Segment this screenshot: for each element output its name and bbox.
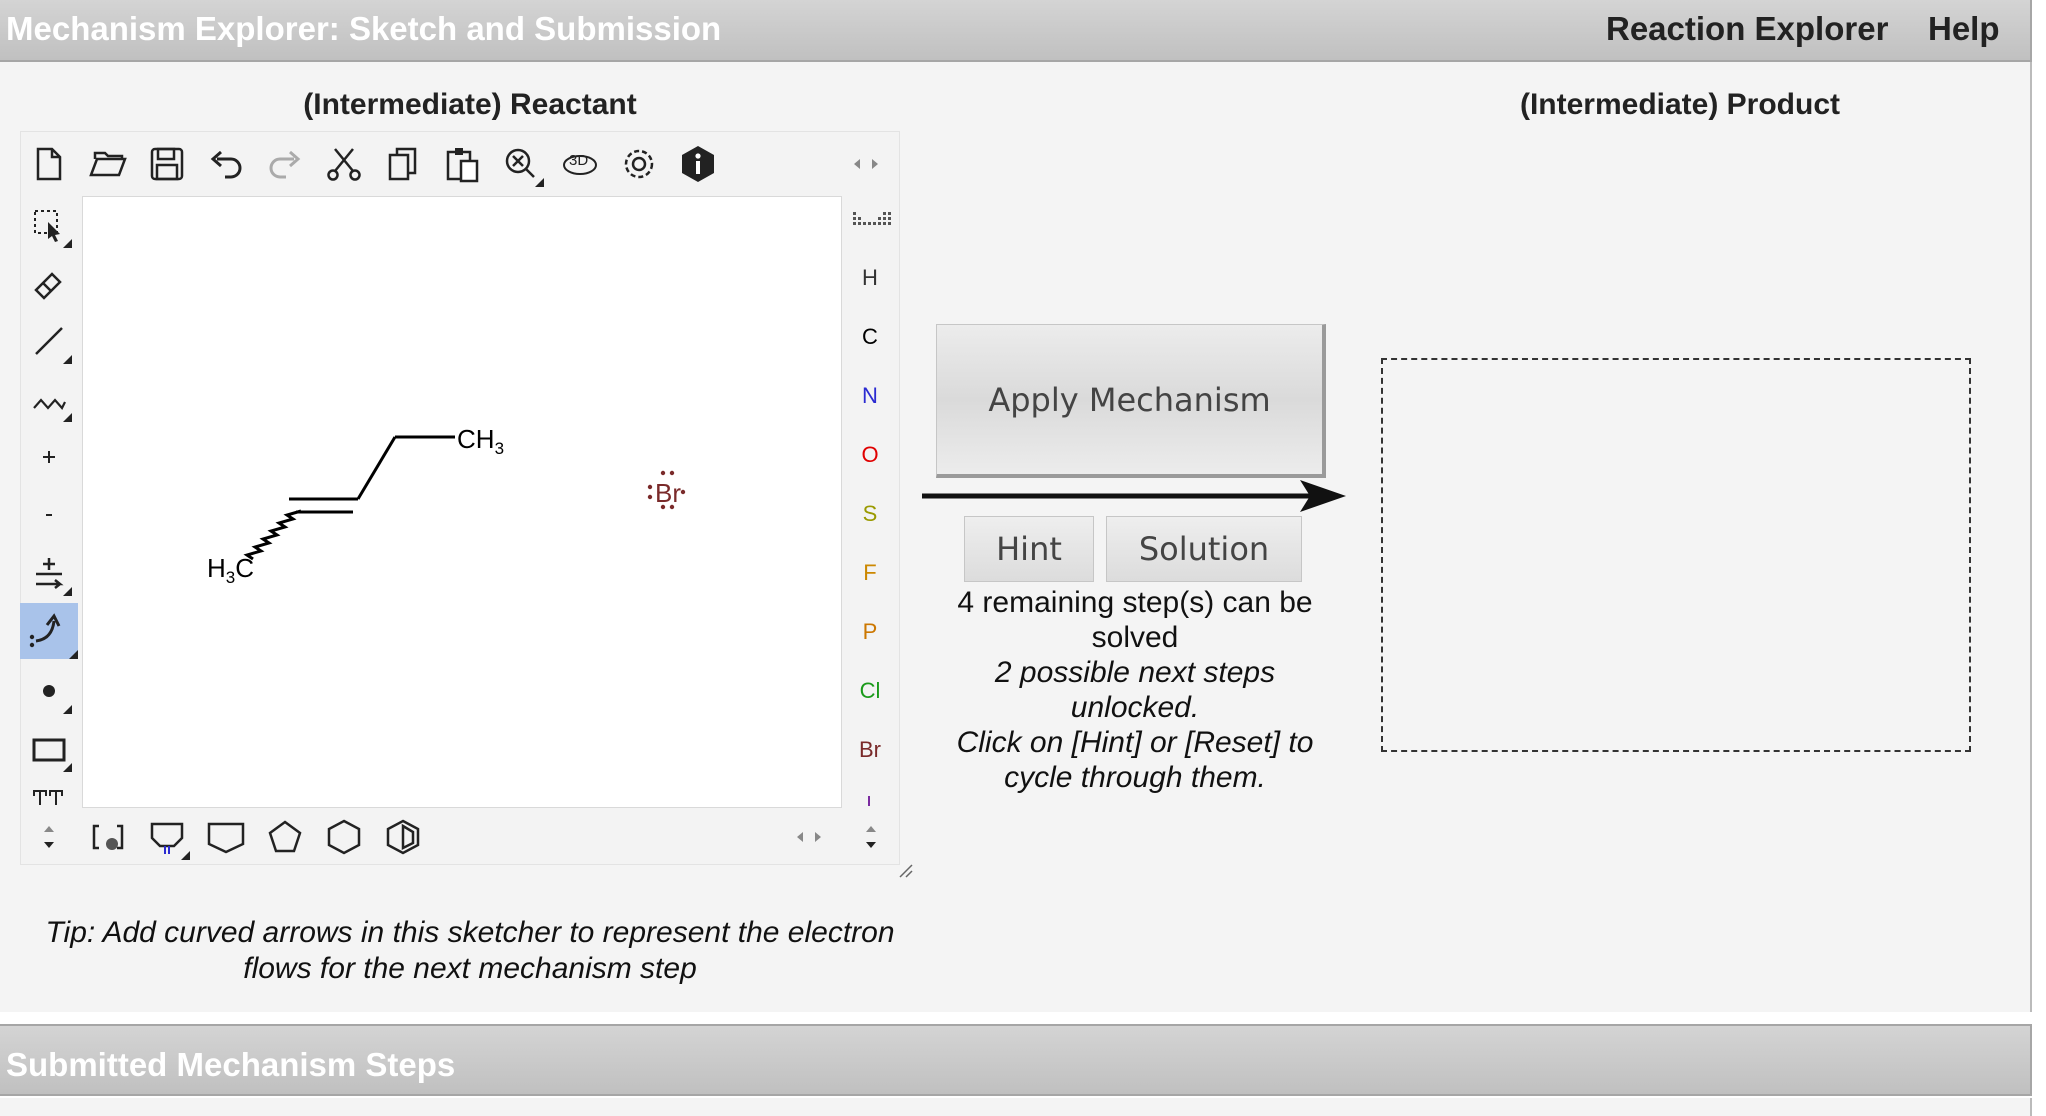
element-scroll-icon[interactable] xyxy=(848,814,894,860)
single-bond-1 xyxy=(356,436,397,500)
ch3-label: CH3 xyxy=(457,424,504,458)
h3c-label: H3C xyxy=(207,553,254,587)
help-link[interactable]: Help xyxy=(1928,10,2000,47)
bottom-scroll-arrows-icon[interactable] xyxy=(786,814,832,860)
solution-button[interactable]: Solution xyxy=(1106,516,1302,582)
save-icon[interactable] xyxy=(144,141,190,187)
submitted-steps-bar[interactable]: Submitted Mechanism Steps xyxy=(0,1024,2032,1096)
cut-icon[interactable] xyxy=(321,141,367,187)
element-more-indicator xyxy=(868,796,870,806)
redo-icon[interactable] xyxy=(262,141,308,187)
bracket-icon[interactable] xyxy=(85,814,131,860)
template-icon[interactable] xyxy=(144,814,190,860)
periodic-table-icon[interactable] xyxy=(848,198,894,244)
curved-arrow-icon[interactable] xyxy=(20,603,78,659)
benzene-icon[interactable] xyxy=(380,814,426,860)
rectangle-icon[interactable] xyxy=(26,726,72,772)
element-c-button[interactable]: C xyxy=(862,324,878,349)
product-drop-area xyxy=(1381,358,1971,752)
3d-icon[interactable]: 3D xyxy=(557,141,603,187)
submitted-steps-panel xyxy=(0,1098,2032,1116)
page-title: Mechanism Explorer: Sketch and Submissio… xyxy=(6,10,722,47)
chain-icon[interactable] xyxy=(26,376,72,422)
apply-mechanism-button[interactable]: Apply Mechanism xyxy=(936,324,1326,478)
resize-handle[interactable] xyxy=(898,863,914,879)
dropdown-corner xyxy=(535,178,544,187)
reaction-arrow xyxy=(922,480,1346,512)
wavy-bond xyxy=(243,509,302,561)
product-title: (Intermediate) Product xyxy=(1519,88,1841,121)
element-p-button[interactable]: P xyxy=(862,619,878,644)
sketch-canvas[interactable]: CH3 H3C Br xyxy=(82,196,842,808)
text-icon[interactable] xyxy=(26,784,72,808)
svg-text:3D: 3D xyxy=(569,152,588,169)
element-br-button[interactable]: Br xyxy=(859,737,881,762)
scroll-arrows-icon[interactable] xyxy=(843,141,889,187)
element-s-button[interactable]: S xyxy=(862,501,878,526)
element-cl-button[interactable]: Cl xyxy=(859,678,881,703)
dropdown-corner xyxy=(63,355,72,364)
dropdown-corner xyxy=(63,413,72,422)
spinner-icon[interactable] xyxy=(26,814,72,860)
dropdown-corner xyxy=(63,705,72,714)
element-n-button[interactable]: N xyxy=(862,383,878,408)
info-icon[interactable] xyxy=(675,141,721,187)
possible-steps-text: 2 possible next steps unlocked. xyxy=(994,656,1276,724)
dropdown-corner xyxy=(63,239,72,248)
reactant-title: (Intermediate) Reactant xyxy=(303,88,637,121)
radical-icon[interactable] xyxy=(26,668,72,714)
cyclobutane-icon[interactable] xyxy=(203,814,249,860)
cyclopentane-icon[interactable] xyxy=(262,814,308,860)
dropdown-corner xyxy=(69,650,78,659)
dropdown-corner xyxy=(63,587,72,596)
charge-minus-icon[interactable] xyxy=(26,492,72,538)
bromide-label: Br xyxy=(655,478,681,508)
settings-icon[interactable] xyxy=(616,141,662,187)
molecule-drawing: CH3 H3C Br xyxy=(207,424,686,587)
dropdown-corner xyxy=(63,763,72,772)
open-icon[interactable] xyxy=(85,141,131,187)
charge-plus-minus-icon[interactable] xyxy=(26,550,72,596)
header-bar: Mechanism Explorer: Sketch and Submissio… xyxy=(0,0,2032,62)
charge-plus-icon[interactable] xyxy=(26,434,72,480)
bond-icon[interactable] xyxy=(26,318,72,364)
submitted-steps-title: Submitted Mechanism Steps xyxy=(6,1046,456,1083)
lone-pair-dots xyxy=(647,470,686,510)
element-h-button[interactable]: H xyxy=(862,265,878,290)
element-o-button[interactable]: O xyxy=(861,442,879,467)
hint-button[interactable]: Hint xyxy=(964,516,1094,582)
dropdown-corner xyxy=(181,851,190,860)
eraser-icon[interactable] xyxy=(26,260,72,306)
zoom-icon[interactable] xyxy=(498,141,544,187)
cyclohexane-icon[interactable] xyxy=(321,814,367,860)
sketcher-tip: Tip: Add curved arrows in this sketcher … xyxy=(45,916,895,985)
select-icon[interactable] xyxy=(26,202,72,248)
copy-icon[interactable] xyxy=(380,141,426,187)
paste-icon[interactable] xyxy=(439,141,485,187)
hint-instruction-text: Click on [Hint] or [Reset] to cycle thro… xyxy=(956,726,1314,794)
remaining-steps-text: 4 remaining step(s) can be solved xyxy=(957,586,1313,654)
element-f-button[interactable]: F xyxy=(863,560,877,585)
undo-icon[interactable] xyxy=(203,141,249,187)
reaction-explorer-link[interactable]: Reaction Explorer xyxy=(1606,10,1889,47)
new-document-icon[interactable] xyxy=(26,141,72,187)
